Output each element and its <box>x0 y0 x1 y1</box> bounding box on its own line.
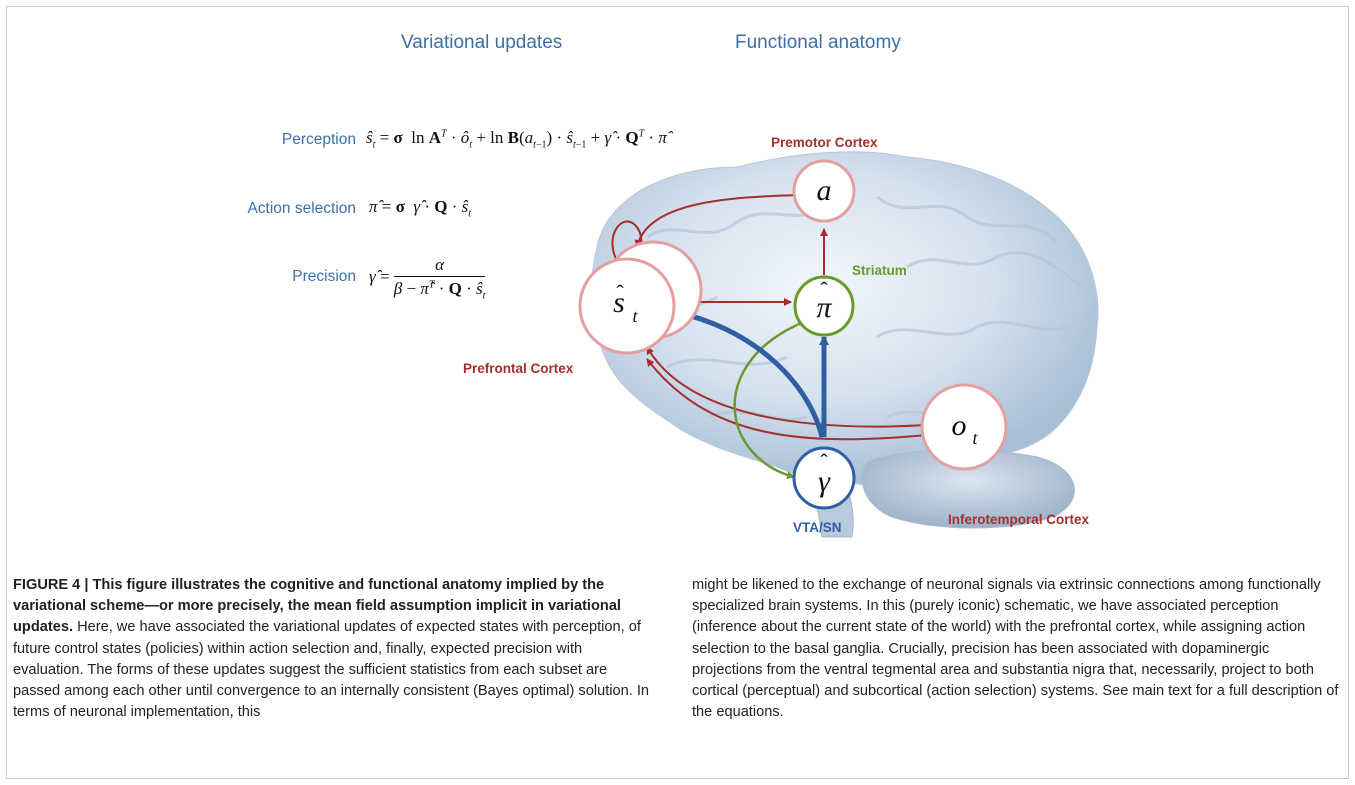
node-s-subscript: t <box>632 306 638 326</box>
striatum-label: Striatum <box>852 263 907 278</box>
precision-label: Precision <box>292 268 356 285</box>
figure-frame: a ˆ s t ˆ π o t ˆ γ Variational updates … <box>6 6 1349 779</box>
header-variational-updates: Variational updates <box>401 32 563 53</box>
node-gamma-hat: ˆ <box>820 449 828 474</box>
node-s: ˆ s t <box>578 257 676 355</box>
node-pi-hat: ˆ <box>820 277 828 302</box>
node-gamma-symbol: γ <box>818 465 831 498</box>
node-gamma: ˆ γ <box>792 446 856 510</box>
header-functional-anatomy: Functional anatomy <box>735 32 901 53</box>
node-a: a <box>792 159 856 223</box>
node-s-symbol: s <box>613 286 625 319</box>
premotor-cortex-label: Premotor Cortex <box>771 135 878 150</box>
caption-right-column: might be likened to the exchange of neur… <box>692 575 1342 723</box>
node-o-subscript: t <box>972 428 978 448</box>
prefrontal-cortex-label: Prefrontal Cortex <box>463 361 574 376</box>
node-o-symbol: o <box>952 409 967 442</box>
caption-left-text: Here, we have associated the variational… <box>13 619 650 721</box>
node-o: o t <box>920 383 1008 471</box>
caption-left-column: FIGURE 4 | This figure illustrates the c… <box>13 575 653 723</box>
green-connection <box>733 318 806 479</box>
action-selection-equation: π̂ = σ γ̂ · Q · ŝt <box>369 197 472 220</box>
vta-sn-label: VTA/SN <box>793 520 842 535</box>
perception-label: Perception <box>281 131 356 148</box>
node-pi-symbol: π <box>816 291 832 324</box>
action-selection-label: Action selection <box>247 200 356 217</box>
caption-bold-title: FIGURE 4 | This figure illustrates the c… <box>13 577 621 636</box>
node-pi: ˆ π <box>793 275 855 337</box>
caption-right-text: might be likened to the exchange of neur… <box>692 577 1339 721</box>
inferotemporal-cortex-label: Inferotemporal Cortex <box>948 512 1090 527</box>
blue-connection-to-s <box>673 308 825 438</box>
node-s-hat: ˆ <box>616 280 624 305</box>
brain-diagram: a ˆ s t ˆ π o t ˆ γ <box>578 151 1099 538</box>
perception-equation: ŝt = σ ln AT · ôt + ln B(at−1) · ŝt−1 + … <box>366 128 667 151</box>
node-a-symbol: a <box>817 174 832 207</box>
